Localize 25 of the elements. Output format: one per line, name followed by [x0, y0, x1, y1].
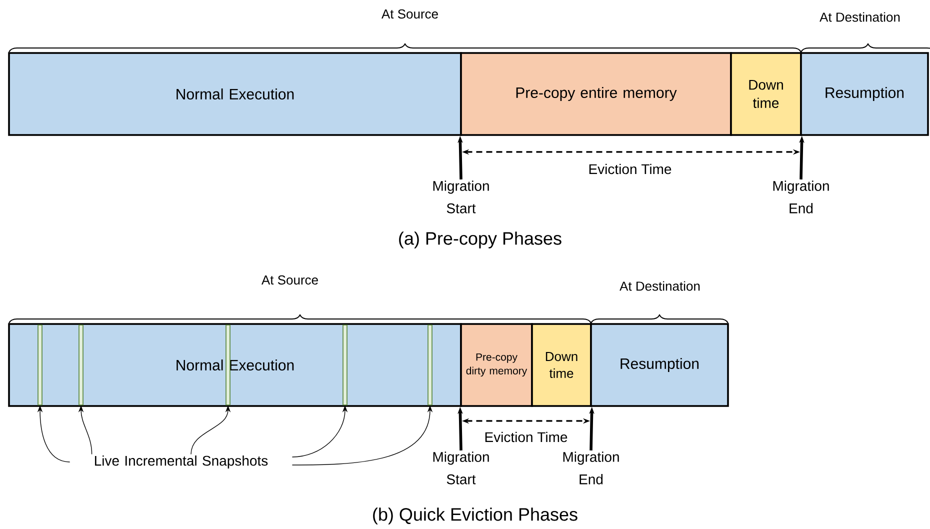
snapshot-bar	[78, 324, 84, 406]
phase-box: Pre-copy dirty memory	[460, 323, 533, 407]
brace-label: At Destination	[620, 281, 700, 291]
caption: (a) Pre-copy Phases	[399, 232, 562, 248]
dimension-label: Eviction Time	[587, 162, 673, 176]
phase-box: Resumption	[590, 323, 729, 407]
brace-label: At Destination	[820, 12, 900, 22]
snapshot-bar	[226, 324, 230, 406]
brace-label: At Source	[382, 9, 438, 19]
snapshot-bar	[428, 324, 432, 406]
marker-label: Migration Start	[433, 452, 489, 484]
snapshot-bar	[38, 324, 42, 406]
phase-box: Down time	[531, 323, 592, 407]
marker-label: Migration Start	[433, 180, 489, 214]
phase-box: Down time	[730, 52, 802, 136]
snapshot-bar	[342, 324, 348, 406]
marker-label: Migration End	[773, 180, 829, 214]
brace-label: At Source	[262, 275, 318, 285]
phase-box: Resumption	[800, 52, 929, 136]
dimension-label: Eviction Time	[483, 430, 569, 444]
caption: (b) Quick Eviction Phases	[373, 508, 578, 524]
marker-label: Migration End	[563, 452, 619, 484]
phase-box: Pre-copy entire memory	[460, 52, 732, 136]
phase-box: Normal Execution	[8, 52, 462, 136]
marker-label: Live Incremental Snapshots	[95, 455, 268, 468]
